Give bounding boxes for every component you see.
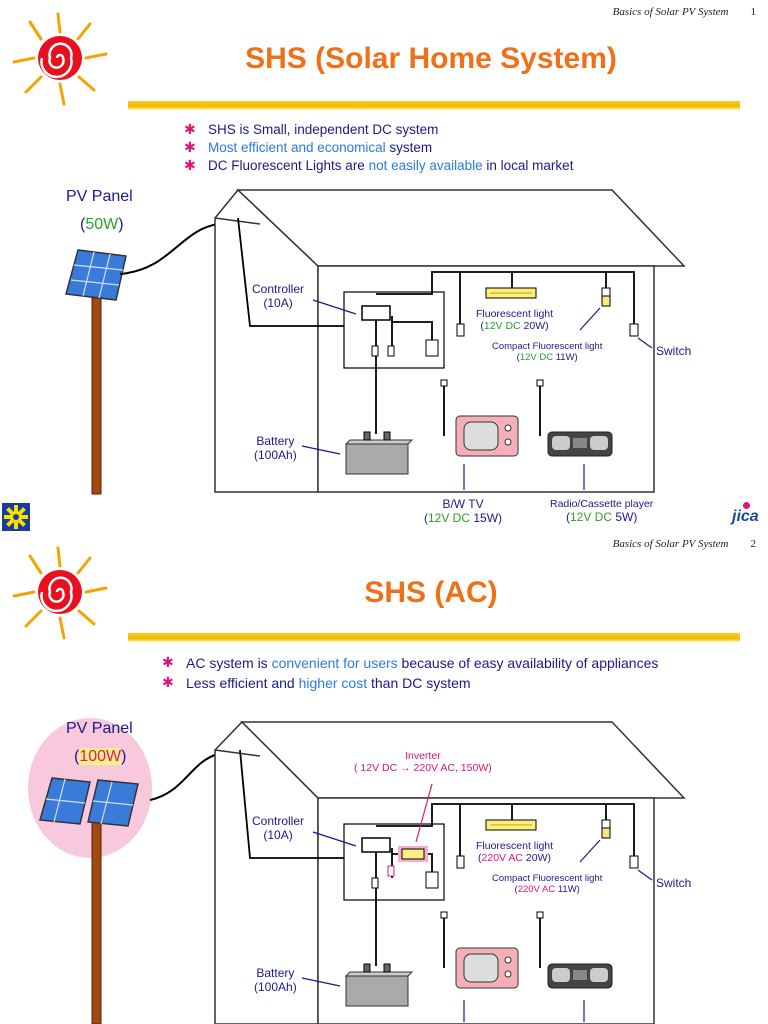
fluorescent-label: Fluorescent light(12V DC 20W) bbox=[476, 308, 554, 332]
jica-logo-icon: jica bbox=[730, 502, 764, 528]
pv-panel-icon bbox=[39, 777, 139, 827]
title-underline bbox=[128, 633, 740, 642]
bullet-item: ✱DC Fluorescent Lights are not easily av… bbox=[184, 157, 574, 173]
star-bullet-icon: ✱ bbox=[184, 121, 196, 137]
house-outline bbox=[214, 720, 686, 1024]
tv-icon bbox=[440, 379, 519, 457]
title-underline bbox=[128, 101, 740, 110]
radio-label: Radio/Cassette player(12V DC 5W) bbox=[550, 498, 654, 524]
sun-logo-icon bbox=[12, 12, 108, 106]
switch-icon bbox=[629, 855, 639, 869]
bullet-item: ✱Less efficient and higher cost than DC … bbox=[162, 674, 471, 691]
cfl-icon bbox=[601, 819, 611, 839]
cfl-label: Compact Fluorescent light(220V AC 11W) bbox=[492, 873, 603, 895]
shs-dc-diagram bbox=[12, 12, 686, 495]
page-title: SHS (Solar Home System) bbox=[245, 42, 617, 75]
fluorescent-label: Fluorescent light(220V AC 20W) bbox=[476, 840, 554, 864]
pv-panel-watt: (100W) bbox=[74, 748, 127, 765]
battery-icon bbox=[344, 431, 414, 475]
shs-ac-diagram bbox=[12, 546, 686, 1024]
star-bullet-icon: ✱ bbox=[184, 139, 196, 155]
controller-icon bbox=[361, 837, 391, 853]
battery-label: Battery(100Ah) bbox=[254, 966, 297, 994]
tv-label: B/W TV(12V DC 15W) bbox=[424, 497, 503, 525]
star-bullet-icon: ✱ bbox=[184, 157, 196, 173]
star-bullet-icon: ✱ bbox=[162, 674, 174, 690]
pv-panel-label: PV Panel bbox=[66, 720, 133, 737]
radio-icon bbox=[536, 911, 613, 989]
battery-icon bbox=[344, 963, 414, 1007]
outlet-icon bbox=[425, 871, 439, 889]
gear-logo-icon bbox=[2, 503, 30, 531]
inverter-label: Inverter( 12V DC → 220V AC, 150W) bbox=[354, 750, 492, 774]
pv-panel-label: PV Panel bbox=[66, 188, 133, 205]
bullet-item: ✱AC system is convenient for users becau… bbox=[162, 654, 659, 671]
bullet-list: ✱SHS is Small, independent DC system ✱Mo… bbox=[184, 121, 573, 175]
switch-label: Switch bbox=[656, 876, 692, 890]
radio-icon bbox=[536, 379, 613, 457]
controller-icon bbox=[361, 305, 391, 321]
switch-label: Switch bbox=[656, 344, 692, 358]
inverter-icon bbox=[401, 848, 425, 860]
bullet-list: ✱AC system is convenient for users becau… bbox=[162, 653, 658, 693]
controller-label: Controller(10A) bbox=[252, 814, 305, 842]
cfl-label: Compact Fluorescent light(12V DC 11W) bbox=[492, 341, 603, 363]
pv-panel-icon bbox=[65, 249, 127, 301]
switch-icon bbox=[629, 323, 639, 337]
bullet-item: ✱SHS is Small, independent DC system bbox=[184, 121, 439, 137]
pv-panel-watt: (50W) bbox=[80, 216, 124, 233]
battery-label: Battery(100Ah) bbox=[254, 434, 297, 462]
controller-label: Controller(10A) bbox=[252, 282, 305, 310]
star-bullet-icon: ✱ bbox=[162, 654, 174, 670]
bullet-item: ✱Most efficient and economical system bbox=[184, 139, 433, 155]
cfl-icon bbox=[601, 287, 611, 307]
tv-icon bbox=[440, 911, 519, 989]
outlet-icon bbox=[425, 339, 439, 357]
sun-logo-icon bbox=[12, 546, 108, 640]
page-title: SHS (AC) bbox=[364, 576, 498, 609]
